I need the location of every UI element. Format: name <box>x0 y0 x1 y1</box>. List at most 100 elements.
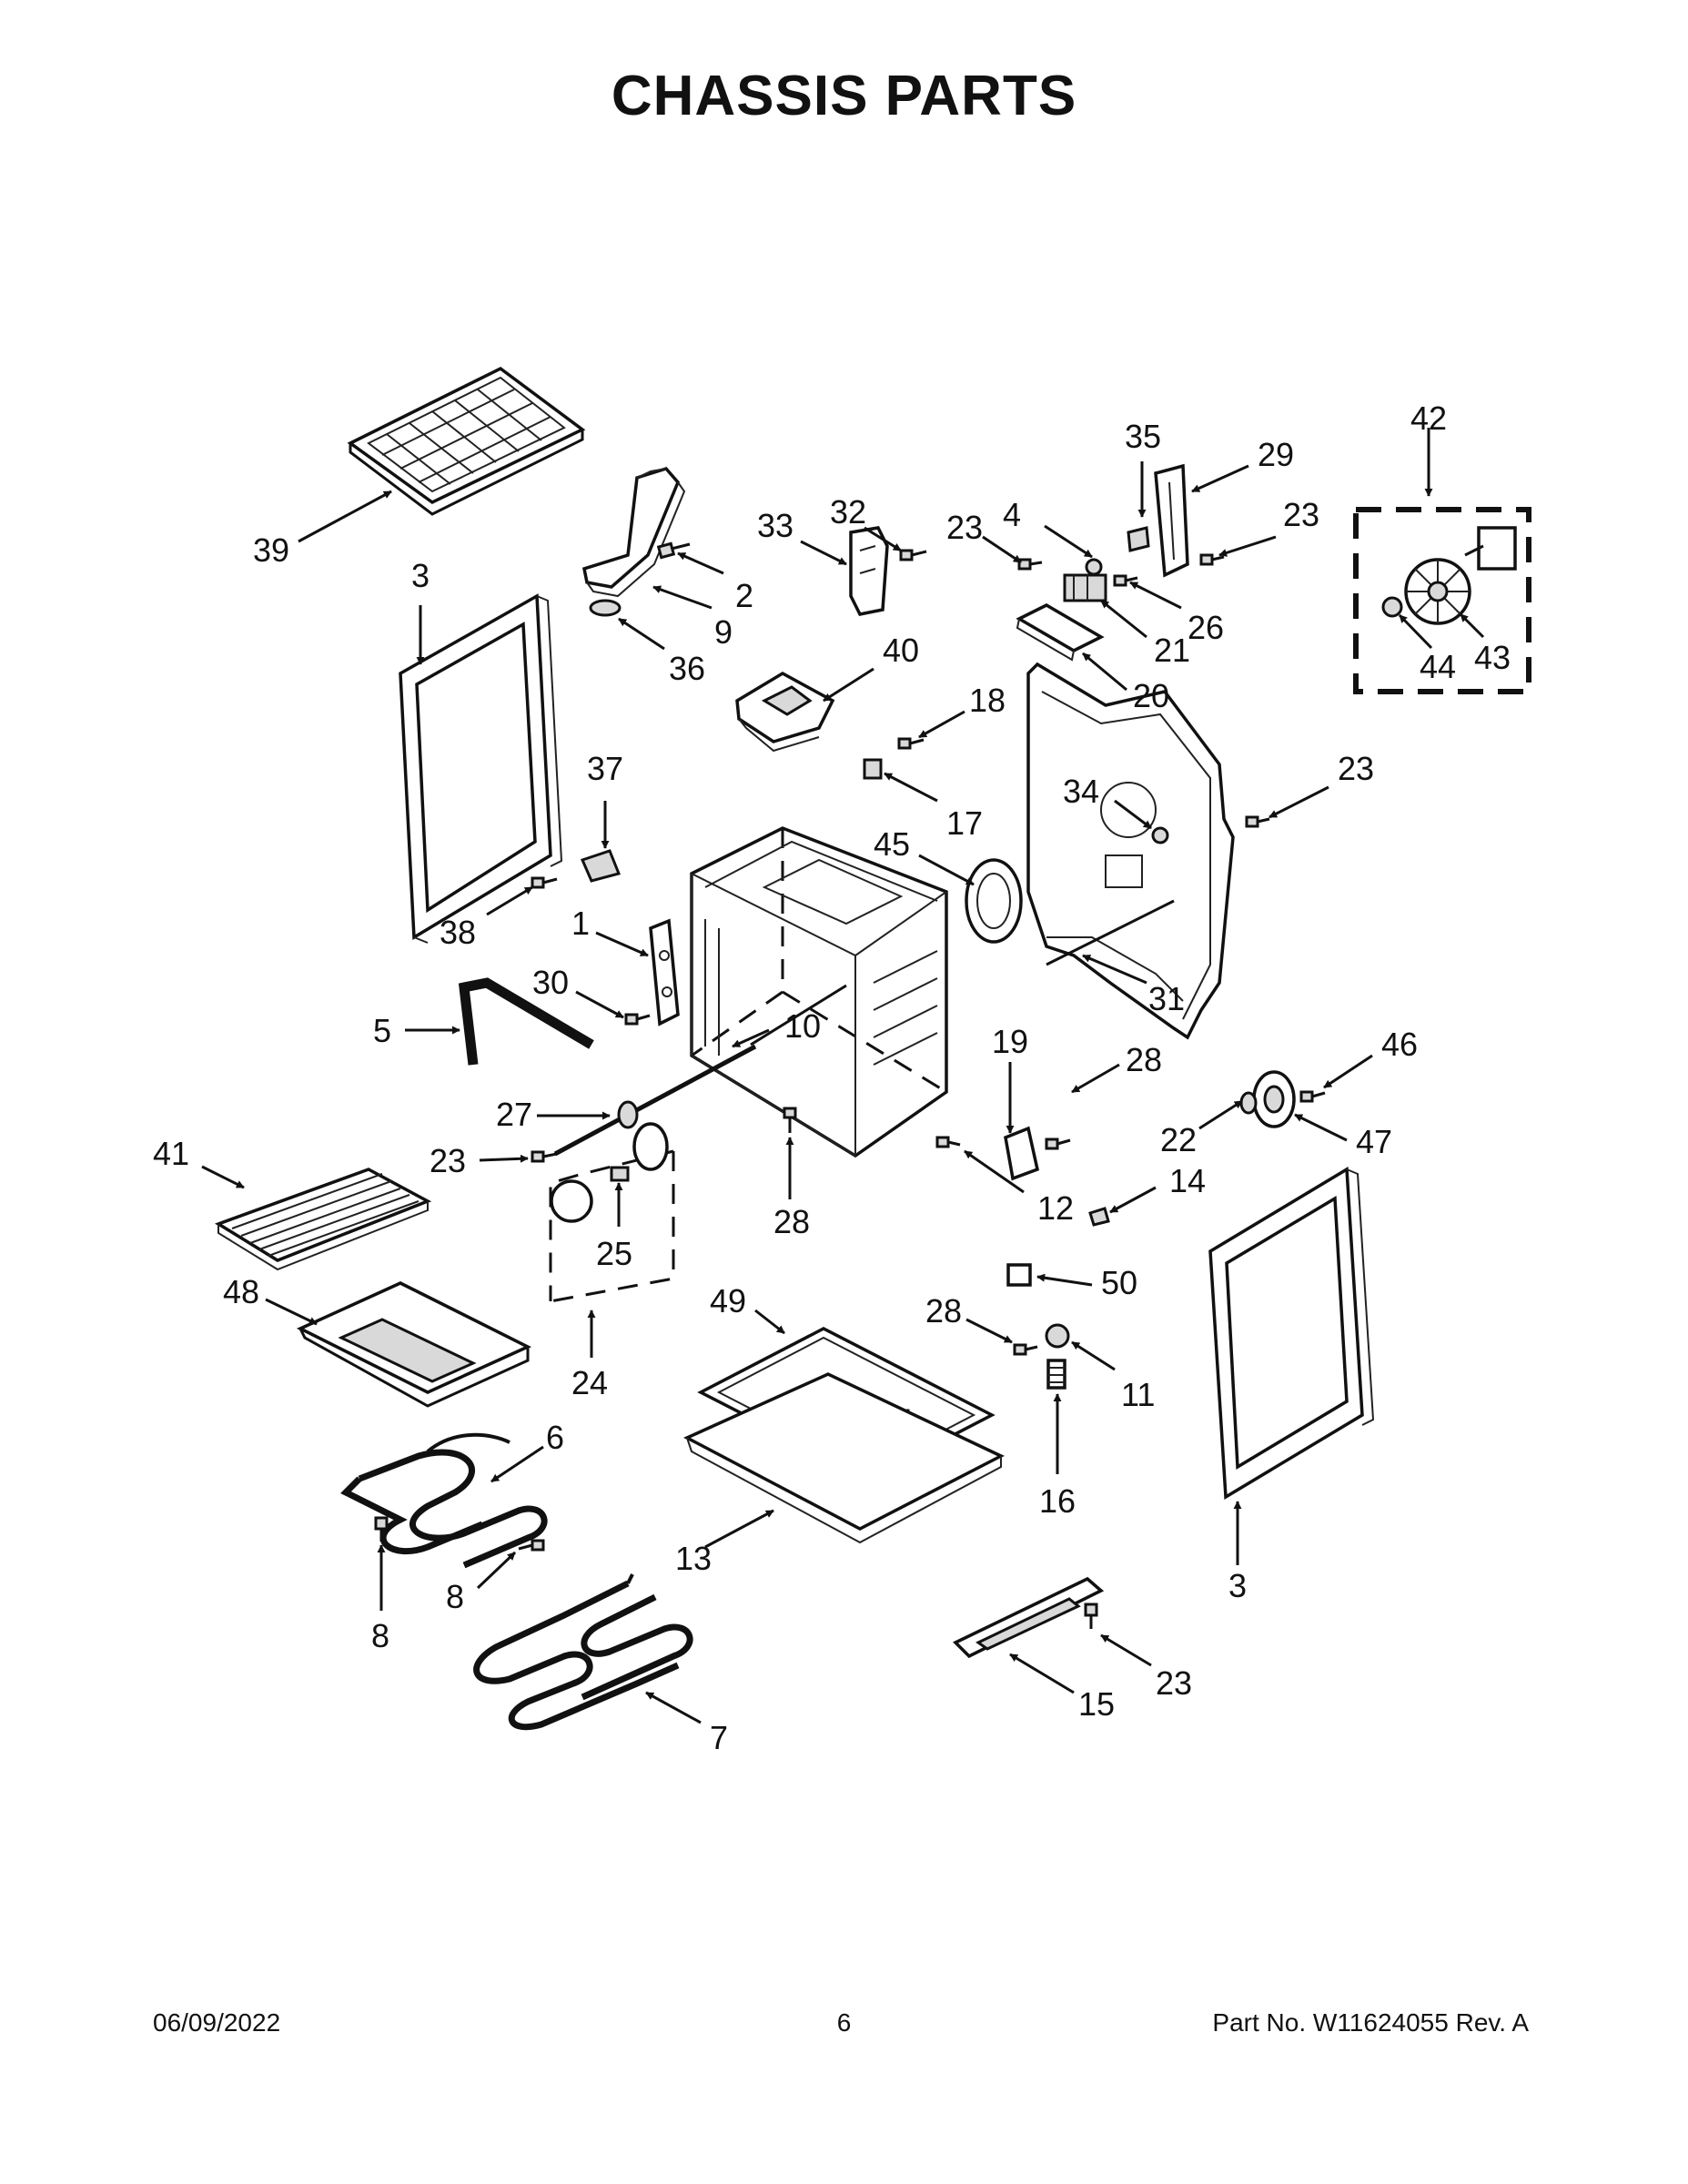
callout-29: 29 <box>1258 436 1294 473</box>
part-4-knob <box>1085 558 1103 576</box>
oven-rear-panel <box>1026 662 1235 1040</box>
callout-33: 33 <box>757 507 793 544</box>
oven-cavity <box>690 826 948 1158</box>
callout-31: 31 <box>1148 980 1185 1017</box>
part-12-screw <box>935 1136 961 1148</box>
callout-16: 16 <box>1039 1482 1076 1520</box>
part-37-hinge-receiver <box>580 849 622 883</box>
part-47-fan-cover <box>1252 1070 1296 1128</box>
callout-23-b: 23 <box>1283 496 1319 533</box>
callout-17: 17 <box>946 804 983 842</box>
callout-7: 7 <box>710 1719 728 1756</box>
leader-lines <box>201 428 1485 1724</box>
part-29-bracket <box>1154 463 1189 578</box>
callout-28-a: 28 <box>1126 1041 1162 1078</box>
part-39-grid-rack <box>347 366 586 516</box>
callout-8-b: 8 <box>446 1578 464 1615</box>
part-25-light-bulb <box>610 1166 630 1182</box>
callout-13: 13 <box>675 1540 712 1577</box>
part-23c-screw <box>1245 815 1270 828</box>
callout-23-e: 23 <box>1156 1664 1192 1702</box>
callout-49: 49 <box>710 1282 746 1320</box>
light-lens <box>550 1179 593 1223</box>
part-21-terminal-block <box>1063 573 1107 602</box>
footer-date: 06/09/2022 <box>153 2008 281 2037</box>
callout-1: 1 <box>571 905 590 942</box>
part-20-bracket <box>1016 603 1105 662</box>
callout-28-c: 28 <box>925 1292 962 1330</box>
callout-34: 34 <box>1063 773 1099 810</box>
callout-39: 39 <box>253 531 289 569</box>
part-42-fan-motor <box>1464 526 1517 571</box>
part-38-screw <box>531 876 558 889</box>
part-9-hinge-bracket <box>581 466 686 598</box>
callout-14: 14 <box>1169 1162 1206 1199</box>
part-6-bake-element <box>340 1432 548 1569</box>
part-34-clip <box>1151 826 1169 844</box>
callout-38: 38 <box>440 914 476 951</box>
callout-4: 4 <box>1003 496 1021 533</box>
callout-46: 46 <box>1381 1026 1418 1063</box>
part-3-right-door-gasket <box>1208 1167 1375 1500</box>
part-50-gasket <box>1006 1263 1032 1287</box>
callout-3-right: 3 <box>1228 1567 1247 1604</box>
callout-12: 12 <box>1037 1189 1074 1227</box>
part-27-temp-sensor <box>553 1044 757 1157</box>
part-23a-screw <box>1017 558 1043 571</box>
footer-page-number: 6 <box>836 2008 852 2037</box>
part-28a-screw <box>1045 1138 1071 1150</box>
part-3-left-door-gasket <box>399 593 563 944</box>
callout-41: 41 <box>153 1135 189 1172</box>
callout-18: 18 <box>969 682 1006 719</box>
part-22-nut <box>1239 1091 1258 1115</box>
callout-28-b: 28 <box>773 1203 810 1240</box>
part-11-thermostat <box>1045 1323 1070 1349</box>
page-title: CHASSIS PARTS <box>611 65 1077 127</box>
callout-9: 9 <box>714 613 733 651</box>
callout-25: 25 <box>596 1235 632 1272</box>
part-23e-screw <box>1084 1603 1098 1629</box>
part-18-screw <box>897 737 925 750</box>
callout-27: 27 <box>496 1096 532 1133</box>
callout-8-a: 8 <box>371 1617 389 1654</box>
part-43-fan-blade <box>1404 558 1471 625</box>
callout-labels: 39 3 2 9 36 33 32 40 23 4 35 29 23 26 21… <box>153 399 1511 1756</box>
part-33-cover <box>849 526 889 616</box>
part-15-bracket <box>953 1576 1105 1659</box>
callout-48: 48 <box>223 1273 259 1310</box>
callout-5: 5 <box>373 1012 391 1049</box>
part-23d-screw <box>531 1150 558 1163</box>
callout-36: 36 <box>669 650 705 687</box>
callout-19: 19 <box>992 1023 1028 1060</box>
callout-40: 40 <box>883 632 919 669</box>
part-48-broil-pan <box>296 1281 532 1408</box>
part-8b-screw <box>518 1539 545 1552</box>
callout-42: 42 <box>1410 399 1447 437</box>
callout-10: 10 <box>784 1007 821 1045</box>
part-28b-screw <box>783 1107 797 1133</box>
light-socket-cover <box>632 1122 669 1171</box>
callout-3-left: 3 <box>411 557 430 594</box>
part-31-rod <box>1046 899 1175 966</box>
part-28c-screw <box>1013 1343 1038 1356</box>
part-1-hinge-bracket <box>649 918 680 1026</box>
callout-22: 22 <box>1160 1121 1197 1158</box>
part-2-screw <box>656 541 691 560</box>
callout-21: 21 <box>1154 632 1190 669</box>
callout-45: 45 <box>874 825 910 863</box>
callout-23-c: 23 <box>1338 750 1374 787</box>
callout-26: 26 <box>1188 609 1224 646</box>
callout-44: 44 <box>1420 648 1456 685</box>
callout-47: 47 <box>1356 1123 1392 1160</box>
part-8a-screw <box>374 1516 389 1542</box>
callout-35: 35 <box>1125 418 1161 455</box>
part-41-oven-rack <box>214 1168 432 1271</box>
part-24-light-assembly <box>549 1122 675 1310</box>
part-10-element-rod <box>750 984 847 1046</box>
callout-11: 11 <box>1121 1376 1155 1413</box>
part-46-screw <box>1299 1090 1326 1103</box>
callout-23-a: 23 <box>946 509 983 546</box>
callout-30: 30 <box>532 964 569 1001</box>
part-26-screw <box>1113 574 1138 587</box>
part-5-gasket-rope <box>458 977 594 1066</box>
